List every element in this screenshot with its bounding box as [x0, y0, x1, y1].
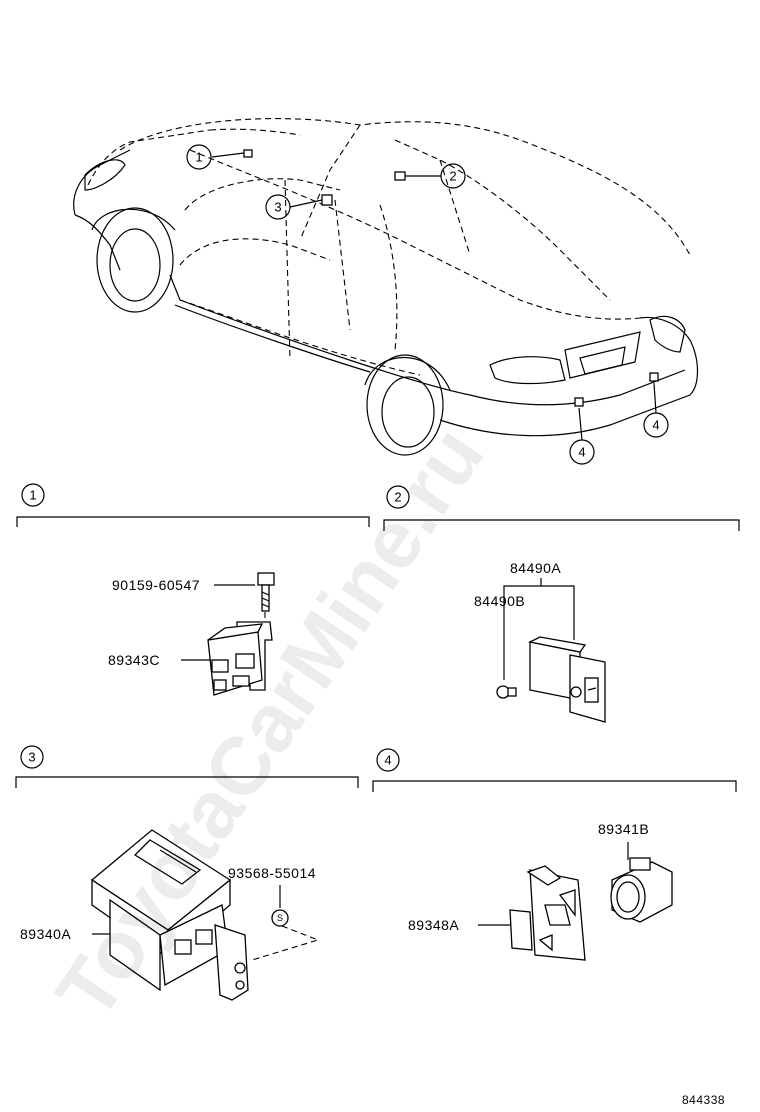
car-callout-4b: 4	[643, 412, 669, 438]
part-label-89341B: 89341B	[598, 821, 649, 837]
section-1-number: 1	[29, 488, 36, 503]
sensor-part	[610, 857, 673, 923]
section-1: 1 90159-60547 89343C	[16, 483, 370, 696]
car-illustration	[73, 118, 699, 456]
svg-text:4: 4	[652, 418, 659, 433]
svg-text:2: 2	[449, 169, 456, 184]
section-3-number-badge	[20, 745, 44, 769]
part-label-90159-60547: 90159-60547	[112, 577, 200, 593]
svg-text:1: 1	[195, 150, 202, 165]
svg-text:3: 3	[274, 200, 281, 215]
section-2-number: 2	[394, 490, 401, 505]
section-1-number-badge	[21, 483, 45, 507]
section-1-bracket	[16, 516, 370, 527]
computer-unit-part	[90, 829, 249, 1001]
section-4-bracket	[372, 780, 737, 792]
part-label-84490B: 84490B	[474, 593, 525, 609]
car-callout-4a: 4	[569, 439, 595, 465]
clip-part	[496, 685, 517, 699]
section-4-number-badge	[376, 748, 400, 772]
section-3-bracket	[15, 776, 359, 788]
car-callout-2: 2	[440, 163, 466, 189]
nut-part: S	[271, 909, 289, 927]
relay-block-part	[207, 621, 273, 696]
screw-part	[257, 572, 275, 612]
svg-text:4: 4	[578, 445, 585, 460]
switch-part	[528, 636, 606, 723]
section-2-bracket	[383, 519, 740, 531]
section-4: 4 89348A 89341B	[372, 748, 737, 961]
part-label-89340A: 89340A	[20, 926, 71, 942]
section-2-number-badge	[386, 485, 410, 509]
car-callout-leaders	[211, 152, 657, 441]
watermark: ToyotaCarMine.ru	[39, 411, 501, 1035]
section-3: 3 89340A 93568-55014 S	[15, 745, 359, 1001]
part-label-93568-55014: 93568-55014	[228, 865, 316, 881]
svg-text:S: S	[277, 913, 283, 923]
section-4-number: 4	[384, 753, 391, 768]
figure-id: 844338	[682, 1093, 725, 1107]
car-callout-3: 3	[265, 194, 291, 220]
section-2: 2 84490A 84490B	[383, 485, 740, 723]
section-3-number: 3	[28, 750, 35, 765]
retainer-part	[509, 865, 586, 961]
car-callout-1: 1	[186, 144, 212, 170]
part-label-89343C: 89343C	[108, 652, 160, 668]
part-label-89348A: 89348A	[408, 917, 459, 933]
part-label-84490A: 84490A	[510, 560, 561, 576]
